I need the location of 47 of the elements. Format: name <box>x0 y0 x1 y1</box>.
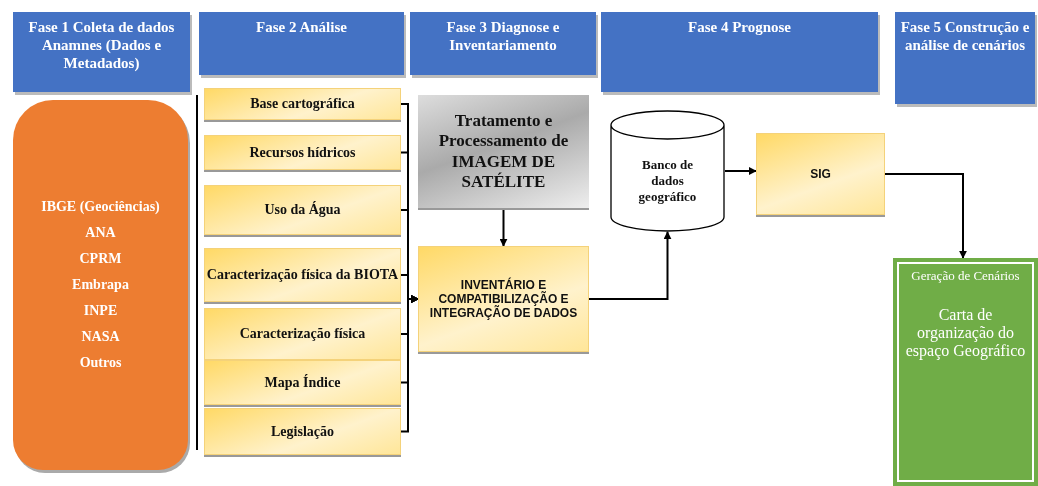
process-box <box>418 95 589 208</box>
node-text: Fase 1 Coleta de dados Anamnes (Dados e Metadados) <box>27 18 176 72</box>
phase-header <box>13 12 190 92</box>
process-box <box>204 88 401 120</box>
output-box <box>893 258 1038 486</box>
node-text: Fase 2 Análise <box>256 18 347 36</box>
arrow <box>588 231 672 300</box>
node-text: IBGE (Geociências) <box>40 199 161 215</box>
node-text: Banco de dados geográfico <box>637 157 698 205</box>
node-text: Fase 3 Diagnose e Inventariamento <box>445 18 561 54</box>
node-text: Recursos hídricos <box>249 144 356 161</box>
arrow <box>499 207 508 247</box>
node-text: Uso da Água <box>264 202 341 218</box>
arrow <box>724 167 757 175</box>
node-text: Embrapa <box>71 277 130 293</box>
process-box <box>204 185 401 235</box>
phase-header <box>601 12 878 92</box>
node-text: NASA <box>80 329 121 345</box>
process-box <box>418 246 589 352</box>
process-box <box>204 360 401 405</box>
process-box <box>204 248 401 302</box>
process-box <box>756 133 885 215</box>
node-text: Fase 4 Prognose <box>687 18 791 36</box>
node-text: Base cartográfica <box>250 96 355 112</box>
node-text: Geração de Cenários <box>911 268 1020 284</box>
node-text: Caracterização física <box>239 326 366 342</box>
phase-header <box>895 12 1035 104</box>
process-box <box>204 135 401 170</box>
phase-header <box>199 12 404 75</box>
node-text: INPE <box>82 303 119 319</box>
node-text: Tratamento e Processamento de IMAGEM DE SATÉLITE <box>437 110 570 193</box>
node-text: Outros <box>78 355 123 371</box>
node-text: Carta de organização do espaço Geográfico <box>904 306 1027 360</box>
arrow <box>400 295 419 433</box>
phase-header <box>410 12 596 75</box>
node-text: Mapa Índice <box>264 374 341 391</box>
process-box <box>204 308 401 360</box>
node-text: ANA <box>84 225 117 241</box>
node-text: INVENTÁRIO E COMPATIBILIZAÇÃO E INTEGRAÇÃO DE DADOS <box>428 278 579 320</box>
node-text: Fase 5 Construção e análise de cenários <box>899 18 1031 54</box>
node-text: Legislação <box>271 423 334 440</box>
arrow <box>884 173 967 259</box>
source-panel <box>13 100 188 470</box>
process-box <box>204 408 401 455</box>
node-text: Caracterização física da BIOTA <box>206 267 399 283</box>
node-text: SIG <box>810 167 831 181</box>
node-text: CPRM <box>78 251 123 267</box>
